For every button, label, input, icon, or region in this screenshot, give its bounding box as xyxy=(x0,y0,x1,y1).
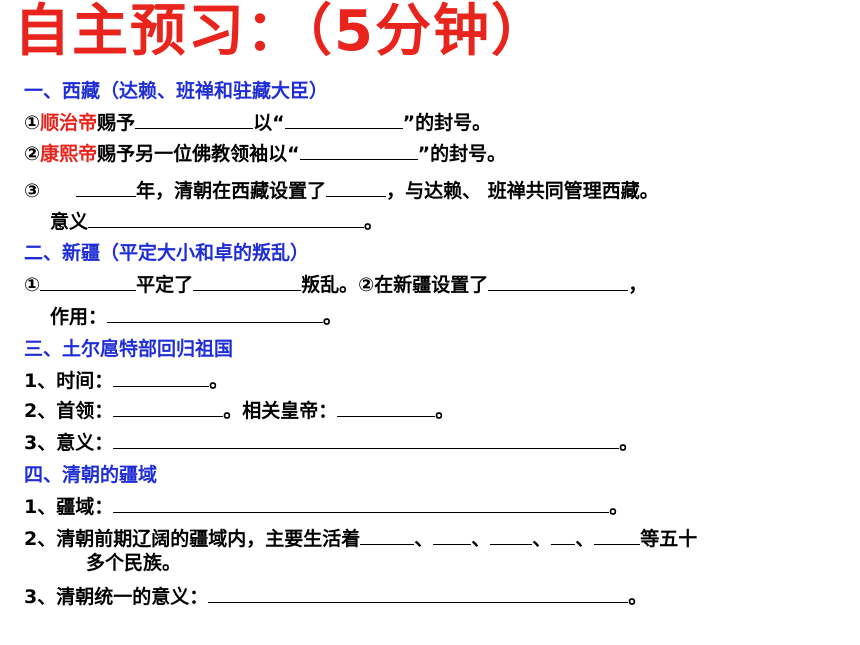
line-text: 。 xyxy=(364,211,384,233)
item-number: ③ xyxy=(24,180,41,202)
section-torghut-heading: 三、土尔扈特部回归祖国 xyxy=(24,338,234,360)
torghut-line-2: 2、首领： 。相关皇帝： 。 xyxy=(24,398,454,424)
line-text: 。 xyxy=(209,370,229,392)
answer-blank[interactable] xyxy=(594,526,641,545)
answer-blank[interactable] xyxy=(76,178,137,197)
item-number: ① xyxy=(24,112,41,134)
line-text: 。 xyxy=(628,586,648,608)
line-text: 等五十 xyxy=(640,528,698,550)
line-text: 1、时间： xyxy=(24,370,114,392)
line-text: 年，清朝在西藏设置了 xyxy=(136,180,327,202)
line-text: ”的封号。 xyxy=(402,112,492,134)
emperor-kangxi: 康熙帝 xyxy=(40,143,98,165)
line-text: 。 xyxy=(435,400,455,422)
emperor-shunzhi: 顺治帝 xyxy=(40,112,98,134)
xinjiang-line-2: 作用： 。 xyxy=(50,304,342,330)
line-text: 3、意义： xyxy=(24,432,114,454)
line-text: 2、首领： xyxy=(24,400,114,422)
answer-blank[interactable] xyxy=(113,494,610,513)
answer-blank[interactable] xyxy=(326,178,387,197)
tibet-line-4: 意义 。 xyxy=(50,209,383,235)
line-text: 2、清朝前期辽阔的疆域内，主要生活着 xyxy=(24,528,361,550)
line-text: 以“ xyxy=(253,112,285,134)
answer-blank[interactable] xyxy=(193,272,302,291)
answer-blank[interactable] xyxy=(360,526,415,545)
item-number: ① xyxy=(24,274,41,296)
answer-blank[interactable] xyxy=(113,368,210,387)
answer-blank[interactable] xyxy=(40,272,137,291)
xinjiang-line-1: ① 平定了 叛乱。②在新疆设置了 ， xyxy=(24,272,647,298)
line-text: 3、清朝统一的意义： xyxy=(24,586,209,608)
item-number: ② xyxy=(24,143,41,165)
territory-line-3: 3、清朝统一的意义： 。 xyxy=(24,584,647,610)
torghut-line-1: 1、时间： 。 xyxy=(24,368,228,394)
answer-blank[interactable] xyxy=(113,398,224,417)
line-text: 意义 xyxy=(50,211,89,233)
territory-line-2-cont: 多个民族。 xyxy=(86,552,182,574)
separator: 、 xyxy=(471,528,491,550)
line-text: 。 xyxy=(323,306,343,328)
answer-blank[interactable] xyxy=(299,141,418,160)
answer-blank[interactable] xyxy=(107,304,324,323)
tibet-line-1: ①顺治帝赐予 以“ ”的封号。 xyxy=(24,110,491,136)
line-text: 。 xyxy=(609,496,629,518)
answer-blank[interactable] xyxy=(284,110,403,129)
answer-blank[interactable] xyxy=(135,110,254,129)
section-territory-heading: 四、清朝的疆域 xyxy=(24,464,158,486)
answer-blank[interactable] xyxy=(208,584,629,603)
line-text: 。 xyxy=(619,432,639,454)
tibet-line-3: ③ 年，清朝在西藏设置了 ，与达赖、 班禅共同管理西藏。 xyxy=(24,178,659,204)
answer-blank[interactable] xyxy=(113,430,620,449)
line-text: ”的封号。 xyxy=(417,143,507,165)
section-xinjiang-heading: 二、新疆（平定大小和卓的叛乱） xyxy=(24,242,310,264)
answer-blank[interactable] xyxy=(488,272,629,291)
line-text: ， xyxy=(628,274,648,296)
answer-blank[interactable] xyxy=(337,398,436,417)
territory-line-2: 2、清朝前期辽阔的疆域内，主要生活着 、 、 、 、 等五十 xyxy=(24,526,697,552)
separator: 、 xyxy=(575,528,595,550)
answer-blank[interactable] xyxy=(490,526,533,545)
line-text: 。相关皇帝： xyxy=(223,400,338,422)
separator: 、 xyxy=(532,528,552,550)
answer-blank[interactable] xyxy=(88,209,365,228)
line-text: 1、疆域： xyxy=(24,496,114,518)
tibet-line-2: ②康熙帝赐予另一位佛教领袖以“ ”的封号。 xyxy=(24,141,506,167)
line-text: ，与达赖、 班禅共同管理西藏。 xyxy=(386,180,659,202)
torghut-line-3: 3、意义： 。 xyxy=(24,430,638,456)
section-tibet-heading: 一、西藏（达赖、班禅和驻藏大臣） xyxy=(24,80,329,102)
separator: 、 xyxy=(414,528,434,550)
answer-blank[interactable] xyxy=(433,526,472,545)
territory-line-1: 1、疆域： 。 xyxy=(24,494,628,520)
line-text: 平定了 xyxy=(136,274,194,296)
answer-blank[interactable] xyxy=(551,526,576,545)
line-text: 赐予另一位佛教领袖以“ xyxy=(97,143,300,165)
line-text: 赐予 xyxy=(97,112,136,134)
line-text: 叛乱。②在新疆设置了 xyxy=(301,274,489,296)
page-title: 自主预习：（5分钟） xyxy=(14,0,549,64)
line-text: 作用： xyxy=(50,306,108,328)
